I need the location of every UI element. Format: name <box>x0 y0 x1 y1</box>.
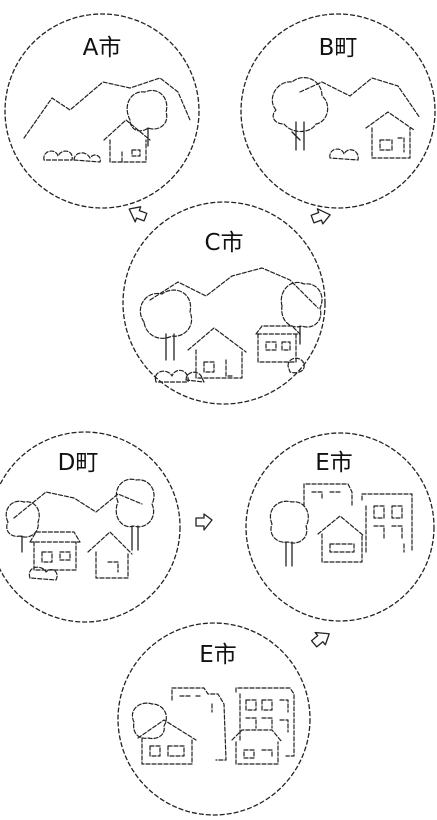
house-icon <box>88 532 132 578</box>
place-d: D町 <box>0 432 180 622</box>
house-icon <box>232 730 282 764</box>
place-a-label: A市 <box>83 35 122 61</box>
tree-icon <box>272 78 327 150</box>
place-b: B町 <box>241 14 435 208</box>
building-icon <box>256 326 300 362</box>
place-b-label: B町 <box>319 35 358 61</box>
house-icon <box>188 328 246 378</box>
place-e-label: E市 <box>315 450 353 476</box>
place-d-label: D町 <box>58 450 99 476</box>
place-c: C市 <box>123 202 325 404</box>
place-e-later: E市 <box>118 623 310 815</box>
arrow-icon <box>309 626 333 650</box>
tree-icon <box>270 501 308 566</box>
bush-icon <box>44 151 101 162</box>
house-icon <box>30 532 80 570</box>
mountain-icon <box>14 492 142 518</box>
building-icon <box>172 688 226 760</box>
place-e-later-label: E市 <box>199 642 237 668</box>
mountain-icon <box>150 268 318 308</box>
house-icon <box>318 516 364 562</box>
bush-icon <box>330 149 358 160</box>
tree-icon <box>116 479 154 550</box>
place-c-label: C市 <box>204 230 243 256</box>
building-icon <box>362 494 412 552</box>
house-icon <box>138 720 196 764</box>
mountain-icon <box>24 78 190 138</box>
house-icon <box>366 112 414 158</box>
place-a: A市 <box>5 14 199 208</box>
house-icon <box>104 120 150 162</box>
arrow-icon <box>310 205 332 226</box>
place-e: E市 <box>246 433 434 621</box>
arrow-icon <box>126 203 148 224</box>
arrow-icon <box>196 514 212 530</box>
building-icon <box>304 484 352 506</box>
tree-icon <box>132 703 166 738</box>
building-icon <box>236 688 294 756</box>
tree-icon <box>140 290 191 360</box>
